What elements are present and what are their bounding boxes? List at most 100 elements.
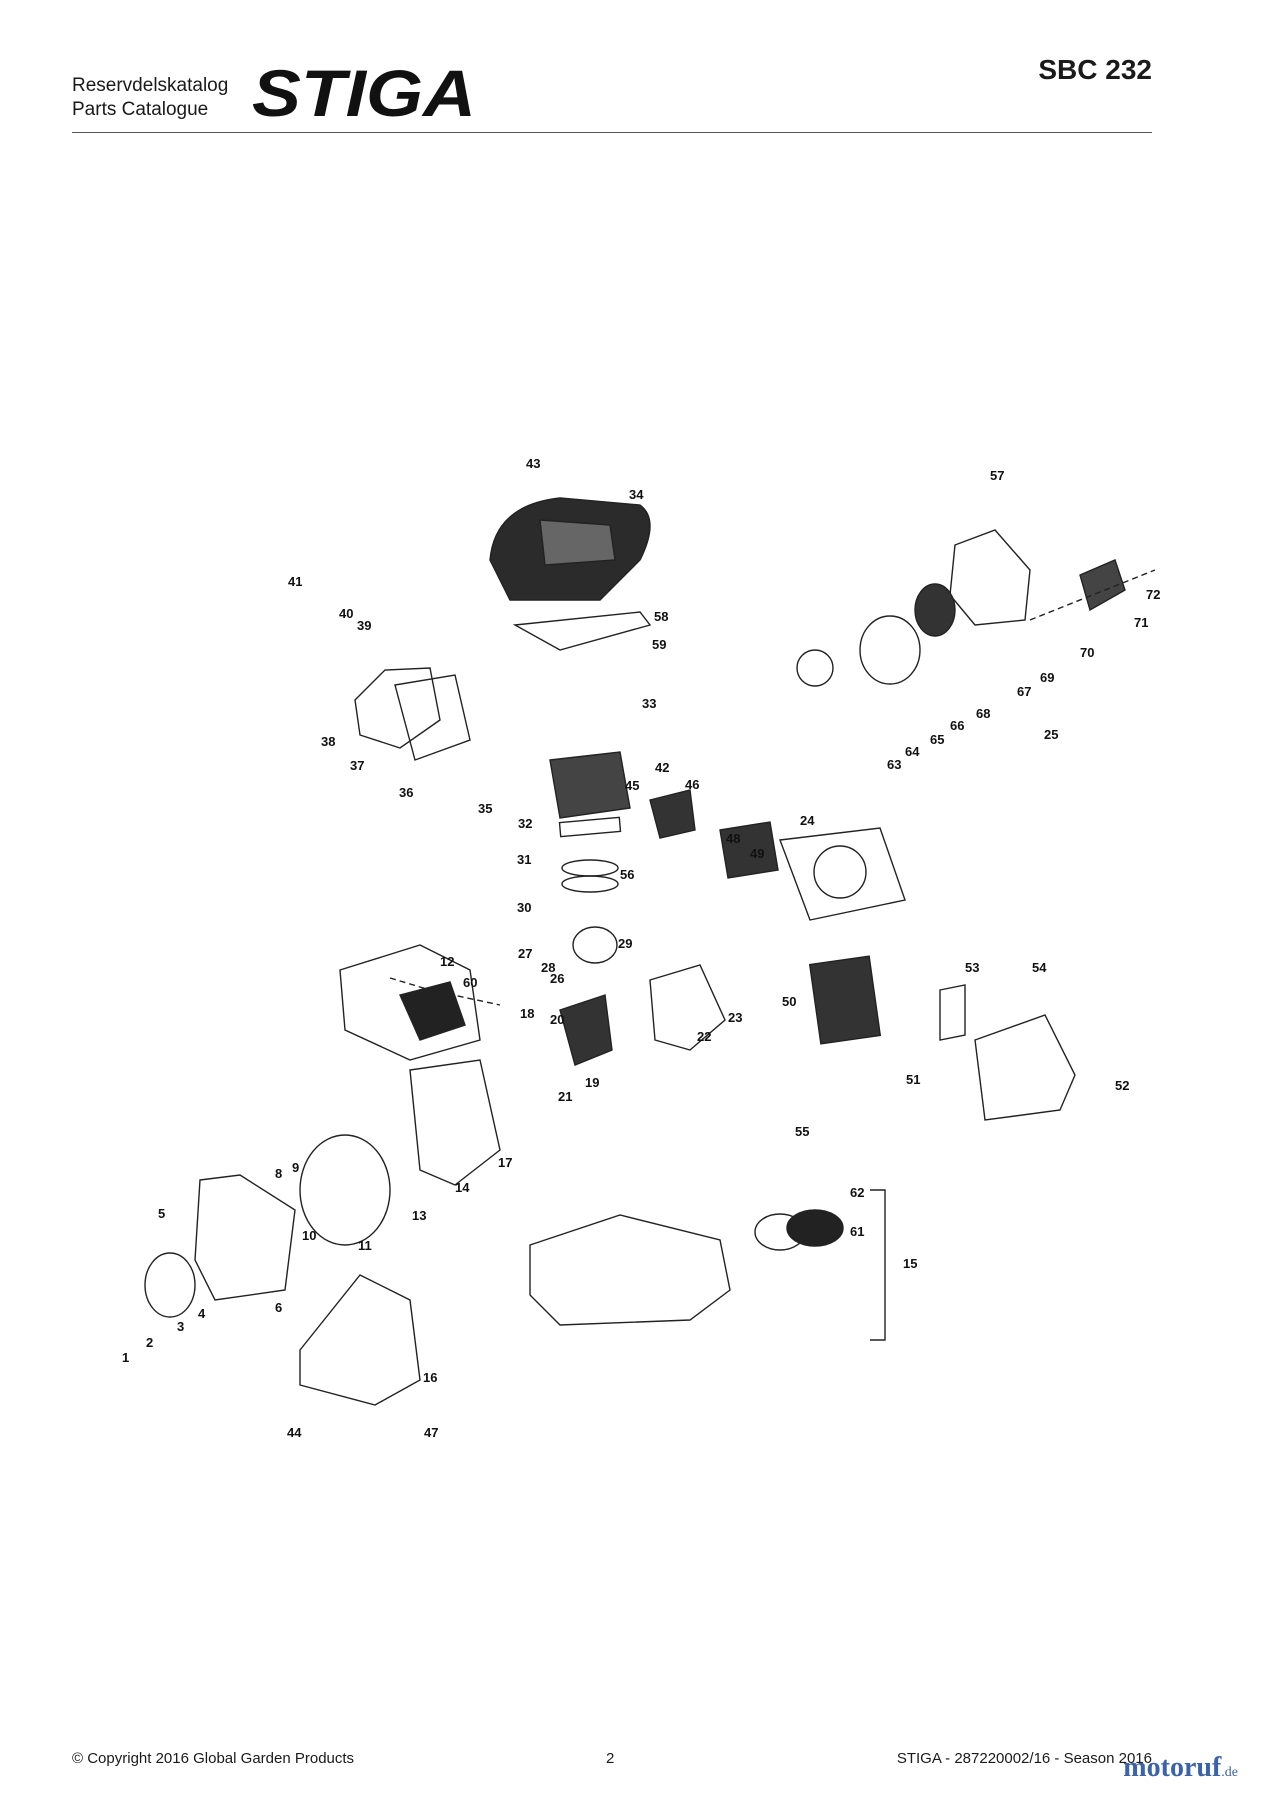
callout-27: 27 (518, 946, 532, 961)
callout-40: 40 (339, 606, 353, 621)
part-callouts: 1 2 3 4 5 6 8 9 10 11 12 13 14 15 16 17 … (122, 456, 1160, 1440)
exhaust-gasket (779, 827, 906, 921)
callout-62: 62 (850, 1185, 864, 1200)
callout-18: 18 (520, 1006, 534, 1021)
callout-29: 29 (618, 936, 632, 951)
muffler-plate (808, 955, 882, 1045)
callout-2: 2 (146, 1335, 153, 1350)
callout-12: 12 (440, 954, 454, 969)
starter-handle (1079, 559, 1126, 612)
callout-54: 54 (1032, 960, 1047, 975)
callout-38: 38 (321, 734, 335, 749)
callout-32: 32 (518, 816, 532, 831)
callout-72: 72 (1146, 587, 1160, 602)
callout-69: 69 (1040, 670, 1054, 685)
flywheel (299, 1134, 391, 1246)
carburettor (649, 789, 696, 839)
callout-5: 5 (158, 1206, 165, 1221)
callout-45: 45 (625, 778, 639, 793)
callout-15: 15 (903, 1256, 917, 1271)
watermark: motoruf.de (1123, 1752, 1238, 1784)
callout-14: 14 (455, 1180, 470, 1195)
callout-26: 26 (550, 971, 564, 986)
callout-59: 59 (652, 637, 666, 652)
callout-57: 57 (990, 468, 1004, 483)
callout-16: 16 (423, 1370, 437, 1385)
callout-4: 4 (198, 1306, 206, 1321)
callout-17: 17 (498, 1155, 512, 1170)
callout-13: 13 (412, 1208, 426, 1223)
fan-housing (339, 944, 481, 1061)
callout-47: 47 (424, 1425, 438, 1440)
watermark-brand: motoruf (1123, 1752, 1222, 1783)
callout-56: 56 (620, 867, 634, 882)
muffler-cover (974, 1014, 1076, 1121)
callout-55: 55 (795, 1124, 809, 1139)
callout-10: 10 (302, 1228, 316, 1243)
callout-30: 30 (517, 900, 531, 915)
callout-25: 25 (1044, 727, 1058, 742)
callout-58: 58 (654, 609, 668, 624)
callout-36: 36 (399, 785, 413, 800)
callout-21: 21 (558, 1089, 572, 1104)
stiga-logo: STIGA (252, 60, 476, 124)
fan-cover (194, 1174, 296, 1301)
callout-68: 68 (976, 706, 990, 721)
callout-67: 67 (1017, 684, 1031, 699)
callout-35: 35 (478, 801, 492, 816)
crankcase (649, 964, 726, 1051)
callout-24: 24 (800, 813, 815, 828)
callout-44: 44 (287, 1425, 302, 1440)
callout-43: 43 (526, 456, 540, 471)
callout-65: 65 (930, 732, 944, 747)
callout-61: 61 (850, 1224, 864, 1239)
catalog-title-line1: Reservdelskatalog (72, 75, 229, 96)
lower-guard (299, 1274, 421, 1406)
clutch-housing (409, 1059, 501, 1186)
callout-6: 6 (275, 1300, 282, 1315)
callout-64: 64 (905, 744, 920, 759)
catalog-title: Reservdelskatalog Parts Catalogue (72, 74, 228, 122)
callout-3: 3 (177, 1319, 184, 1334)
callout-34: 34 (629, 487, 644, 502)
callout-63: 63 (887, 757, 901, 772)
model-name: SBC 232 (1038, 54, 1152, 85)
callout-1: 1 (122, 1350, 129, 1365)
fuel-cap (786, 1209, 844, 1247)
clutch (144, 1252, 196, 1318)
callout-41: 41 (288, 574, 302, 589)
callout-52: 52 (1115, 1078, 1129, 1093)
callout-9: 9 (292, 1160, 299, 1175)
catalog-reference: STIGA - 287220002/16 - Season 2016 (896, 1750, 1152, 1767)
callout-28: 28 (541, 960, 555, 975)
crankshaft (559, 994, 613, 1066)
callout-48: 48 (726, 831, 740, 846)
callout-42: 42 (655, 760, 669, 775)
callout-70: 70 (1080, 645, 1094, 660)
starter-housing (949, 529, 1031, 626)
callout-8: 8 (275, 1166, 282, 1181)
page-number: 2 (606, 1750, 615, 1767)
cylinder (549, 751, 631, 819)
callout-53: 53 (965, 960, 979, 975)
callout-46: 46 (685, 777, 699, 792)
callout-22: 22 (697, 1029, 711, 1044)
copyright-notice: © Copyright 2016 Global Garden Products (72, 1750, 355, 1767)
header-divider (72, 132, 1152, 133)
callout-66: 66 (950, 718, 964, 733)
callout-33: 33 (642, 696, 656, 711)
callout-20: 20 (550, 1012, 564, 1027)
callout-50: 50 (782, 994, 796, 1009)
callout-23: 23 (728, 1010, 742, 1025)
starter-pulley (859, 615, 921, 685)
callout-71: 71 (1134, 615, 1148, 630)
catalog-title-line2: Parts Catalogue (72, 99, 209, 120)
fuel-tank (529, 1214, 731, 1326)
recoil-spring (914, 583, 956, 637)
callout-39: 39 (357, 618, 371, 633)
callout-49: 49 (750, 846, 764, 861)
callout-37: 37 (350, 758, 364, 773)
gasket-plate (512, 611, 652, 651)
callout-11: 11 (358, 1238, 372, 1253)
callout-60: 60 (463, 975, 477, 990)
